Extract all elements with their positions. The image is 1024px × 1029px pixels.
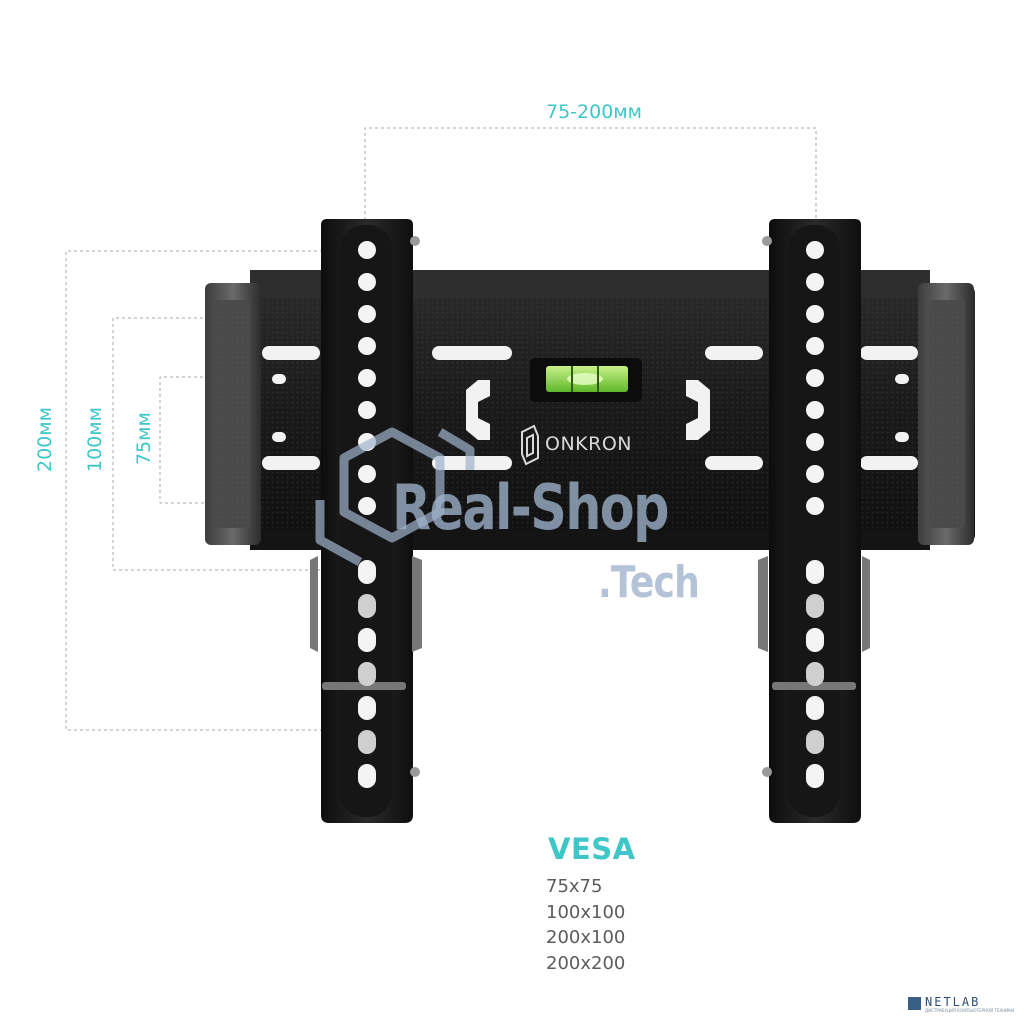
rail-slot <box>806 594 824 618</box>
vesa-size-item: 200x200 <box>546 952 626 974</box>
vesa-size-item: 100x100 <box>546 901 626 923</box>
rail-slot <box>358 628 376 652</box>
rail-hole <box>358 241 376 259</box>
rail-hole <box>358 369 376 387</box>
rail-slot <box>358 764 376 788</box>
rail-slot <box>358 594 376 618</box>
rail-slot <box>806 696 824 720</box>
rail-slot <box>358 560 376 584</box>
rail-hole <box>806 401 824 419</box>
watermark-line-1: Real-Shop <box>392 471 669 544</box>
brand-name: ONKRON <box>545 433 632 455</box>
rail-slot <box>806 628 824 652</box>
rail-hole <box>806 337 824 355</box>
rail-hole <box>806 497 824 515</box>
right-rail-holes <box>806 241 824 788</box>
rail-hole <box>358 497 376 515</box>
netlab-logo-icon <box>908 997 921 1010</box>
vertical-200-label: 200мм <box>34 407 56 472</box>
rail-slot <box>358 696 376 720</box>
vesa-size-item: 75x75 <box>546 876 603 897</box>
left-rail-holes <box>358 241 376 788</box>
rail-hole <box>806 241 824 259</box>
rail-slot <box>806 662 824 686</box>
vesa-title: VESA <box>548 832 636 866</box>
rail-slot <box>806 560 824 584</box>
vertical-75-label: 75мм <box>133 412 155 465</box>
bubble-level <box>530 358 642 402</box>
rail-slot <box>806 730 824 754</box>
rail-hole <box>358 401 376 419</box>
rail-slot <box>358 730 376 754</box>
rail-hole <box>358 305 376 323</box>
right-vertical-rail <box>758 219 870 823</box>
vertical-100-label: 100мм <box>84 407 106 472</box>
netlab-badge: NETLAB ДИСТРИБУЦИЯ КОМПЬЮТЕРНОЙ ТЕХНИКИ <box>908 993 1020 1013</box>
rail-hole <box>806 369 824 387</box>
rail-hole <box>358 273 376 291</box>
watermark-line-2: .Tech <box>598 557 700 608</box>
rail-slot <box>358 662 376 686</box>
netlab-tagline: ДИСТРИБУЦИЯ КОМПЬЮТЕРНОЙ ТЕХНИКИ <box>925 1008 1014 1013</box>
rail-slot <box>806 764 824 788</box>
vesa-size-list: 75x75 100x100 200x100 200x200 <box>546 874 625 976</box>
rail-hole <box>358 465 376 483</box>
rail-hole <box>806 465 824 483</box>
vesa-size-item: 200x100 <box>546 927 626 948</box>
rail-hole <box>806 433 824 451</box>
watermark-hex-icon <box>315 427 475 566</box>
onkron-logo-icon <box>521 424 539 466</box>
rail-hole <box>806 305 824 323</box>
netlab-name: NETLAB <box>925 995 981 1009</box>
rail-hole <box>358 337 376 355</box>
rail-hole <box>806 273 824 291</box>
horizontal-dimension-label: 75-200мм <box>546 101 642 123</box>
